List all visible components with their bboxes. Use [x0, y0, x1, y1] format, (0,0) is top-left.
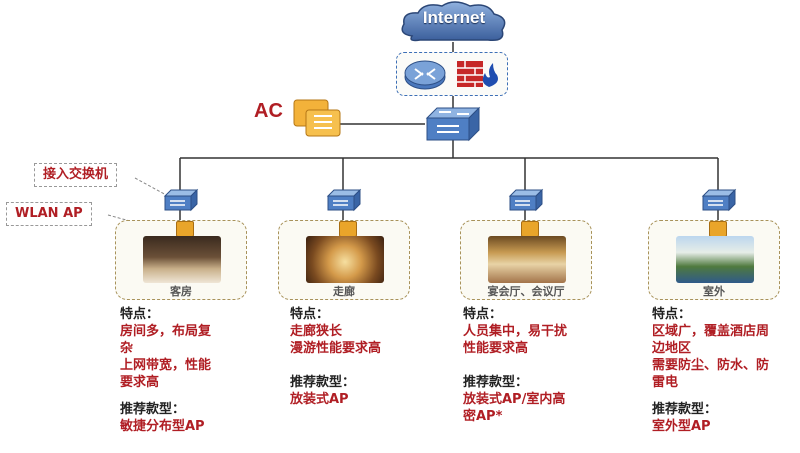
feature-line: 边地区	[652, 341, 692, 356]
core-switch-icon	[425, 106, 481, 142]
recommend-heading: 推荐款型：	[120, 402, 186, 417]
internet-cloud-icon	[401, 1, 506, 42]
zone-label: 室外	[703, 285, 725, 298]
feature-line: 区域广，覆盖酒店周	[652, 324, 770, 339]
internet-label: Internet	[422, 8, 486, 27]
recommend-line: 敏捷分布型AP	[120, 419, 205, 434]
feature-line: 漫游性能要求高	[290, 341, 382, 356]
wlan-ap-icon	[176, 221, 194, 237]
access-switch-icon	[326, 188, 362, 212]
recommend-heading: 推荐款型：	[652, 402, 718, 417]
corridor-info: 特点： 走廊狭长 漫游性能要求高 推荐款型： 放装式AP	[290, 306, 430, 408]
feature-line: 走廊狭长	[290, 324, 343, 339]
access-switch-icon	[701, 188, 737, 212]
feature-line: 人员集中，易干扰	[463, 324, 568, 339]
feature-line: 雷电	[652, 375, 679, 390]
router-firewall-group	[396, 52, 508, 96]
zone-label: 走廊	[333, 285, 355, 298]
feature-line: 性能要求高	[463, 341, 529, 356]
access-switch-icon	[163, 188, 199, 212]
access-switch-callout: 接入交换机	[34, 163, 118, 187]
wlan-ap-icon	[339, 221, 357, 237]
zone-label: 宴会厅、会议厅	[487, 285, 565, 298]
ac-label: AC	[254, 100, 283, 122]
ac-controller-icon	[293, 99, 341, 137]
feature-heading: 特点：	[120, 307, 160, 322]
feature-heading: 特点：	[652, 307, 692, 322]
wlan-ap-icon	[521, 221, 539, 237]
firewall-icon	[457, 61, 498, 87]
feature-line: 上网带宽，性能	[120, 358, 212, 373]
access-switch-icon	[508, 188, 544, 212]
guest-room-info: 特点： 房间多，布局复 杂 上网带宽，性能 要求高 推荐款型： 敏捷分布型AP	[120, 306, 260, 435]
outdoor-photo	[676, 236, 754, 283]
feature-heading: 特点：	[290, 307, 330, 322]
recommend-heading: 推荐款型：	[290, 375, 356, 390]
outdoor-info: 特点： 区域广，覆盖酒店周 边地区 需要防尘、防水、防 雷电 推荐款型： 室外型…	[652, 306, 798, 435]
banquet-hall-photo	[488, 236, 566, 283]
zone-outdoor: 室外	[648, 220, 780, 300]
guest-room-photo	[143, 236, 221, 283]
zone-corridor: 走廊	[278, 220, 410, 300]
wlan-ap-callout: WLAN AP	[6, 202, 92, 226]
feature-line: 需要防尘、防水、防	[652, 358, 770, 373]
zone-guest-room: 客房	[115, 220, 247, 300]
feature-line: 要求高	[120, 375, 160, 390]
zone-banquet-hall: 宴会厅、会议厅	[460, 220, 592, 300]
corridor-photo	[306, 236, 384, 283]
wlan-ap-icon	[709, 221, 727, 237]
recommend-line: 放装式AP	[290, 392, 349, 407]
zone-label: 客房	[170, 285, 192, 298]
recommend-line: 密AP*	[463, 409, 503, 424]
recommend-line: 放装式AP/室内高	[463, 392, 566, 407]
recommend-heading: 推荐款型：	[463, 375, 529, 390]
feature-heading: 特点：	[463, 307, 503, 322]
feature-line: 房间多，布局复	[120, 324, 212, 339]
feature-line: 杂	[120, 341, 134, 356]
router-icon	[404, 60, 446, 90]
recommend-line: 室外型AP	[652, 419, 711, 434]
banquet-hall-info: 特点： 人员集中，易干扰 性能要求高 推荐款型： 放装式AP/室内高 密AP*	[463, 306, 613, 425]
